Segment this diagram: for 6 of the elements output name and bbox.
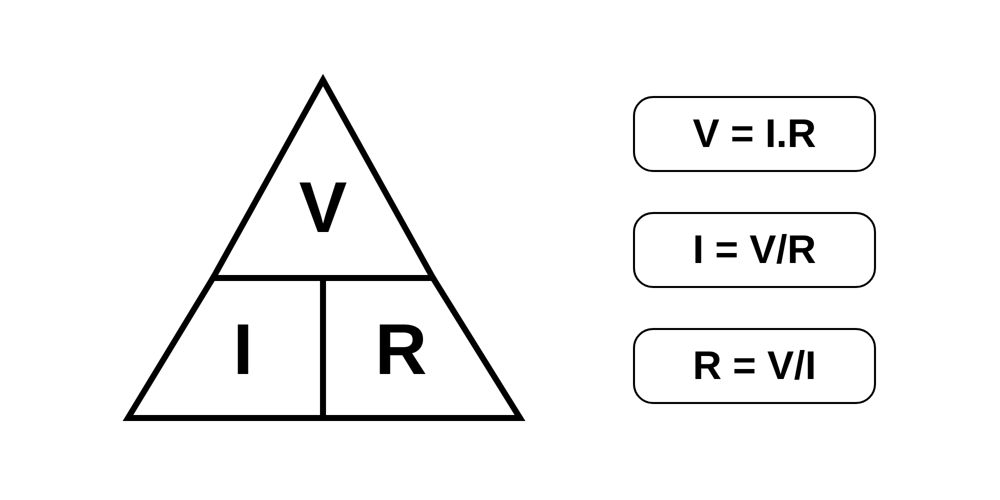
quantity-letter: R (375, 314, 427, 386)
formula-box: I = V/R (633, 212, 876, 288)
formula-box: R = V/I (633, 328, 876, 404)
formula-box: V = I.R (633, 96, 876, 172)
quantity-letter: I (233, 314, 253, 386)
quantity-letter: V (298, 172, 348, 244)
